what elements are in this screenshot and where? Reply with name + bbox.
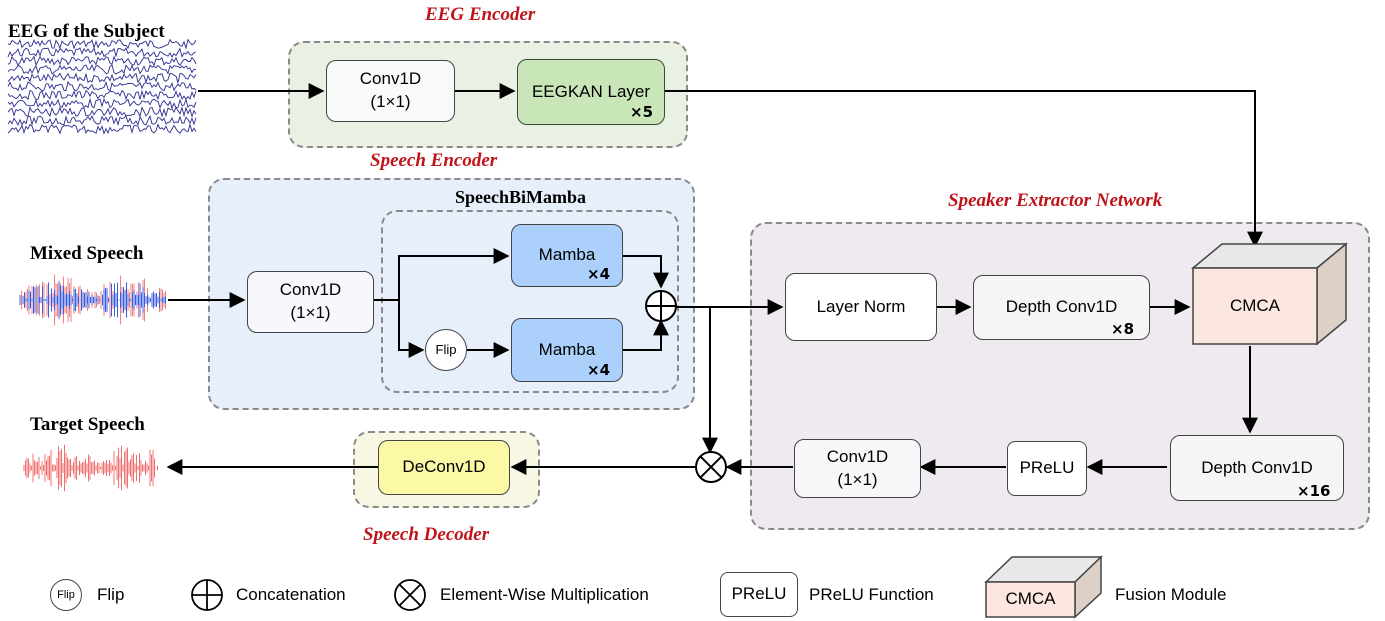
eeg-encoder-title: EEG Encoder — [425, 4, 536, 25]
speaker-extractor-title: Speaker Extractor Network — [948, 190, 1163, 211]
eeg-trace-line — [7, 55, 197, 67]
legend-cmca-label: CMCA — [1005, 589, 1056, 608]
legend-flip-icon: Flip — [50, 579, 82, 611]
prelu-block: PReLU — [1007, 441, 1087, 496]
speech-conv1d-label: Conv1D — [279, 280, 342, 300]
legend-flip-text: Flip — [97, 585, 125, 604]
legend-multiply-icon — [394, 579, 426, 611]
cmca-label: CMCA — [1229, 296, 1281, 315]
eegkan-repeat-count: ×5 — [630, 103, 654, 121]
legend-prelu-icon: PReLU — [720, 572, 798, 617]
legend-concat-text: Concatenation — [236, 585, 346, 604]
eeg-signal-graphic — [7, 38, 197, 135]
eeg-conv1d-kernel: (1×1) — [370, 92, 411, 111]
layer-norm-block: Layer Norm — [785, 273, 937, 341]
flip-node-label: Flip — [435, 342, 457, 358]
extractor-conv1d-kernel: (1×1) — [837, 469, 878, 489]
extractor-conv1d-block: Conv1D (1×1) — [794, 439, 921, 498]
eeg-conv1d-block: Conv1D (1×1) — [326, 60, 455, 122]
waveform-line — [19, 281, 166, 319]
depth-conv-16-repeat: ×16 — [1297, 482, 1331, 500]
multiply-icon — [695, 451, 727, 483]
speech-bimamba-group — [381, 210, 679, 393]
eegkan-layer-block: EEGKAN Layer — [517, 59, 665, 125]
concatenation-icon — [645, 290, 677, 322]
mixed-speech-label: Mixed Speech — [30, 243, 144, 264]
waveform-line — [23, 444, 158, 492]
mamba-backward-repeat: ×4 — [587, 361, 611, 379]
legend-fusion-text: Fusion Module — [1115, 585, 1227, 604]
eegkan-layer-label: EEGKAN Layer — [531, 81, 651, 101]
cmca-cube-icon — [1190, 242, 1349, 346]
legend-prelu-icon-label: PReLU — [731, 584, 787, 604]
eeg-trace-line — [7, 46, 197, 59]
eeg-trace-line — [7, 72, 197, 85]
edge-split-up — [398, 248, 510, 300]
prelu-label: PReLU — [1019, 458, 1075, 478]
speech-conv1d-kernel: (1×1) — [290, 303, 331, 322]
depth-conv-16-label: Depth Conv1D — [1201, 457, 1313, 477]
eeg-input-label: EEG of the Subject — [8, 21, 165, 42]
speech-decoder-title: Speech Decoder — [363, 524, 490, 545]
eeg-trace-line — [7, 106, 197, 118]
target-speech-label: Target Speech — [30, 414, 145, 435]
eeg-trace-line — [7, 122, 197, 135]
waveform-line — [19, 274, 166, 326]
mamba-forward-label: Mamba — [538, 245, 596, 265]
eeg-trace-line — [7, 114, 197, 127]
legend-concat-icon — [191, 579, 223, 611]
speech-encoder-title: Speech Encoder — [370, 150, 498, 171]
depth-conv-8-block: Depth Conv1D — [973, 275, 1150, 340]
eeg-trace-line — [7, 97, 197, 110]
depth-conv-8-label: Depth Conv1D — [1005, 297, 1118, 317]
target-speech-waveform — [23, 444, 158, 492]
flip-node: Flip — [425, 329, 467, 371]
extractor-conv1d-label: Conv1D — [826, 446, 889, 466]
mamba-forward-repeat: ×4 — [587, 265, 611, 283]
edge-mamba2-to-concat — [623, 319, 669, 351]
eeg-trace-line — [7, 80, 197, 92]
mamba-backward-block: Mamba — [511, 318, 623, 382]
edge-mamba1-to-concat — [623, 255, 669, 289]
eeg-trace-line — [7, 89, 197, 101]
speech-bimamba-title: SpeechBiMamba — [455, 187, 587, 207]
depth-conv-16-block: Depth Conv1D — [1170, 435, 1344, 501]
mamba-backward-label: Mamba — [538, 339, 596, 359]
depth-conv-8-repeat: ×8 — [1111, 320, 1135, 338]
legend-prelu-text: PReLU Function — [809, 585, 934, 604]
eeg-trace-line — [7, 38, 197, 50]
deconv1d-label: DeConv1D — [402, 457, 486, 477]
legend-cmca-cube-icon — [984, 555, 1103, 619]
edge-split-down — [398, 300, 425, 358]
mamba-forward-block: Mamba — [511, 224, 623, 287]
legend-multiply-text: Element-Wise Multiplication — [440, 585, 649, 604]
legend-flip-icon-label: Flip — [57, 588, 75, 601]
edge-kan-to-cmca — [665, 90, 1263, 248]
speech-conv1d-block: Conv1D (1×1) — [247, 271, 374, 333]
eeg-trace-line — [7, 63, 197, 75]
deconv1d-block: DeConv1D — [378, 440, 510, 495]
eeg-conv1d-label: Conv1D — [359, 69, 422, 89]
layer-norm-label: Layer Norm — [816, 296, 906, 316]
mixed-speech-waveform — [19, 274, 166, 326]
